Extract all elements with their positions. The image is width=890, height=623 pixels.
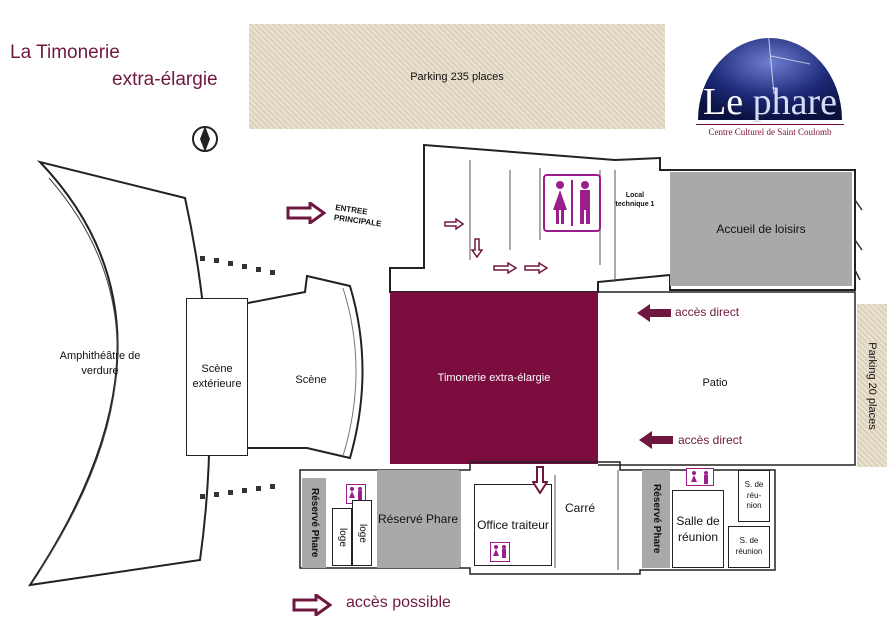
map-title-line1: La Timonerie <box>10 42 120 63</box>
arrow-down-icon <box>471 238 483 258</box>
room-scene-exterieure: Scène extérieure <box>186 298 248 456</box>
accueil-label: Accueil de loisirs <box>716 221 806 236</box>
office-label: Office traiteur <box>477 517 549 532</box>
arrow-left-icon <box>637 304 671 322</box>
parking-side-label: Parking 20 places <box>866 341 878 430</box>
toilet-icon <box>543 174 601 232</box>
logo-name-part1: Le <box>703 81 753 123</box>
timonerie-label: Timonerie extra-élargie <box>437 371 551 384</box>
logo: Le phare Centre Culturel de Saint Coulom… <box>690 24 850 144</box>
parking-main: Parking 235 places <box>249 24 665 129</box>
patio-label: Patio <box>702 376 728 389</box>
s-reunion2-label: S. de réunion <box>735 536 763 556</box>
room-s-reunion-1: S. de réu- nion <box>738 470 770 522</box>
local-technique-label: Local technique 1 <box>615 191 655 208</box>
scene-exterieure-label: Scène extérieure <box>192 363 242 390</box>
logo-dome-icon <box>698 29 842 120</box>
loge2-label: loge <box>356 523 368 543</box>
reserve-right-label: Réservé Phare <box>650 484 662 554</box>
access-direct-2: accès direct <box>678 433 743 447</box>
room-reserve-phare-right: Réservé Phare <box>642 470 670 568</box>
arrow-right-icon <box>524 262 548 274</box>
map-title-line2: extra-élargie <box>112 69 218 90</box>
room-loge-2: loge <box>352 500 372 566</box>
room-reserve-phare-left: Réservé Phare <box>302 478 326 568</box>
scene-outline <box>247 274 364 460</box>
room-accueil-loisirs: Accueil de loisirs <box>670 172 852 286</box>
south-wing-outline <box>299 461 776 575</box>
room-timonerie: Timonerie extra-élargie <box>390 292 598 464</box>
scene-label: Scène <box>295 373 327 386</box>
salle-reunion-label: Salle de réunion <box>676 513 720 544</box>
parking-side: Parking 20 places <box>857 304 887 467</box>
arrow-down-icon <box>532 466 548 494</box>
room-salle-reunion: Salle de réunion <box>672 490 724 568</box>
toilet-icon <box>490 542 510 562</box>
access-direct-1: accès direct <box>675 305 740 319</box>
reserve-left-label: Réservé Phare <box>308 488 320 558</box>
room-reserve-phare: Réservé Phare <box>377 470 459 568</box>
arrow-right-icon <box>286 202 326 224</box>
arrow-right-icon <box>493 262 517 274</box>
carre-label: Carré <box>564 500 595 515</box>
amphitheatre-label: Amphithéâtre de verdure <box>59 350 141 377</box>
parking-main-label: Parking 235 places <box>410 70 504 83</box>
loge1-label: loge <box>336 527 348 547</box>
legend-access-possible: accès possible <box>346 594 451 611</box>
s-reunion1-label: S. de réu- nion <box>744 479 764 511</box>
room-s-reunion-2: S. de réunion <box>728 526 770 568</box>
compass-icon <box>192 126 218 152</box>
toilet-icon <box>346 484 366 504</box>
room-office-traiteur: Office traiteur <box>474 484 552 566</box>
arrow-right-icon <box>444 218 464 230</box>
arrow-left-icon <box>639 431 673 449</box>
reserve-phare-label: Réservé Phare <box>377 511 459 526</box>
logo-subtitle: Centre Culturel de Saint Coulomb <box>696 124 844 137</box>
logo-name-part2: phare <box>752 81 837 123</box>
room-loge-1: loge <box>332 508 352 566</box>
arrow-right-icon <box>292 594 332 616</box>
toilet-icon <box>686 468 714 486</box>
